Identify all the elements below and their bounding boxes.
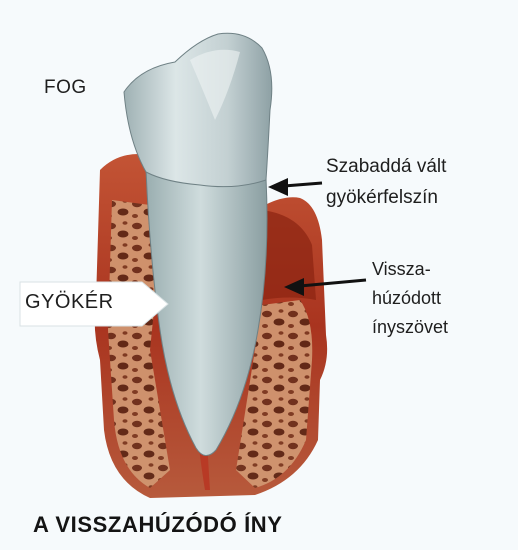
exposed-root-surface-line-2: gyökérfelszín — [326, 182, 446, 213]
receded-gum-label: Vissza- húzódott ínyszövet — [372, 255, 448, 342]
receded-gum-line-1: Vissza- — [372, 255, 448, 284]
exposed-root-surface-label: Szabaddá vált gyökérfelszín — [326, 151, 446, 213]
arrow-exposed-root — [268, 178, 322, 196]
diagram-title: A VISSZAHÚZÓDÓ ÍNY — [33, 512, 283, 538]
tooth-label: FOG — [44, 77, 87, 99]
root-label: GYÖKÉR — [25, 291, 114, 314]
receded-gum-line-3: ínyszövet — [372, 313, 448, 342]
exposed-root-surface-line-1: Szabaddá vált — [326, 151, 446, 182]
receded-gum-line-2: húzódott — [372, 284, 448, 313]
